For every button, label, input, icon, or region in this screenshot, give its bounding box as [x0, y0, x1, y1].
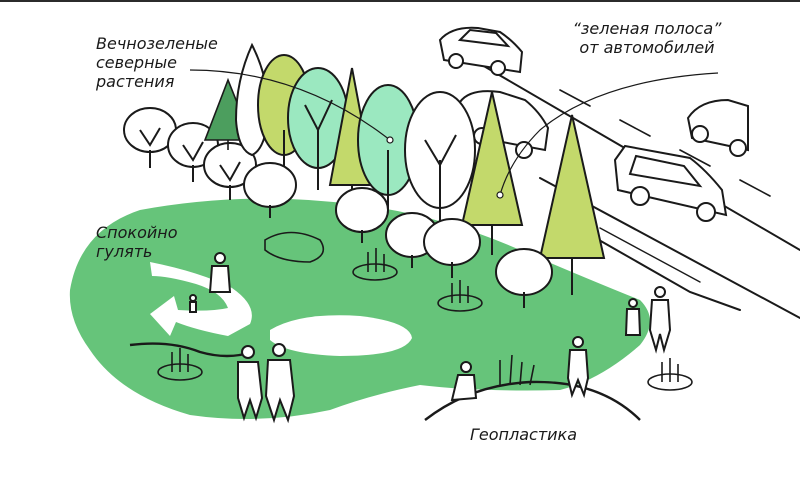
car-3 — [686, 98, 749, 157]
couple-right — [624, 286, 672, 354]
person-sitting — [450, 361, 478, 402]
leader-lines — [189, 69, 719, 199]
hill-line-left — [129, 342, 253, 358]
cone-light-green-2 — [460, 91, 524, 255]
label-calm-walk: Спокойно гулять — [96, 223, 178, 261]
tree-outline-tall — [404, 91, 476, 225]
person-walking-with-child — [189, 252, 232, 313]
tree-round-4 — [243, 162, 297, 218]
label-evergreen-plants: Вечнозеленые северные растения — [96, 34, 218, 91]
couple — [237, 343, 296, 424]
tree-round-7 — [423, 218, 481, 278]
walk-arrow — [150, 262, 252, 336]
car-1 — [438, 26, 524, 76]
person-standing-hill — [566, 336, 590, 399]
shrub-clusters — [157, 231, 693, 391]
van — [613, 144, 728, 222]
label-geoplastic: Геопластика — [470, 425, 578, 444]
tree-round-8 — [495, 248, 553, 308]
tree-round-1 — [123, 107, 177, 168]
top-border-line — [0, 0, 800, 2]
tree-round-5 — [335, 187, 389, 243]
tree-round-3 — [203, 142, 257, 200]
path-area — [270, 315, 412, 356]
lawn — [69, 198, 651, 419]
cone-light-green-3 — [538, 114, 606, 295]
label-green-belt: “зеленая полоса” от автомобилей — [572, 19, 722, 57]
